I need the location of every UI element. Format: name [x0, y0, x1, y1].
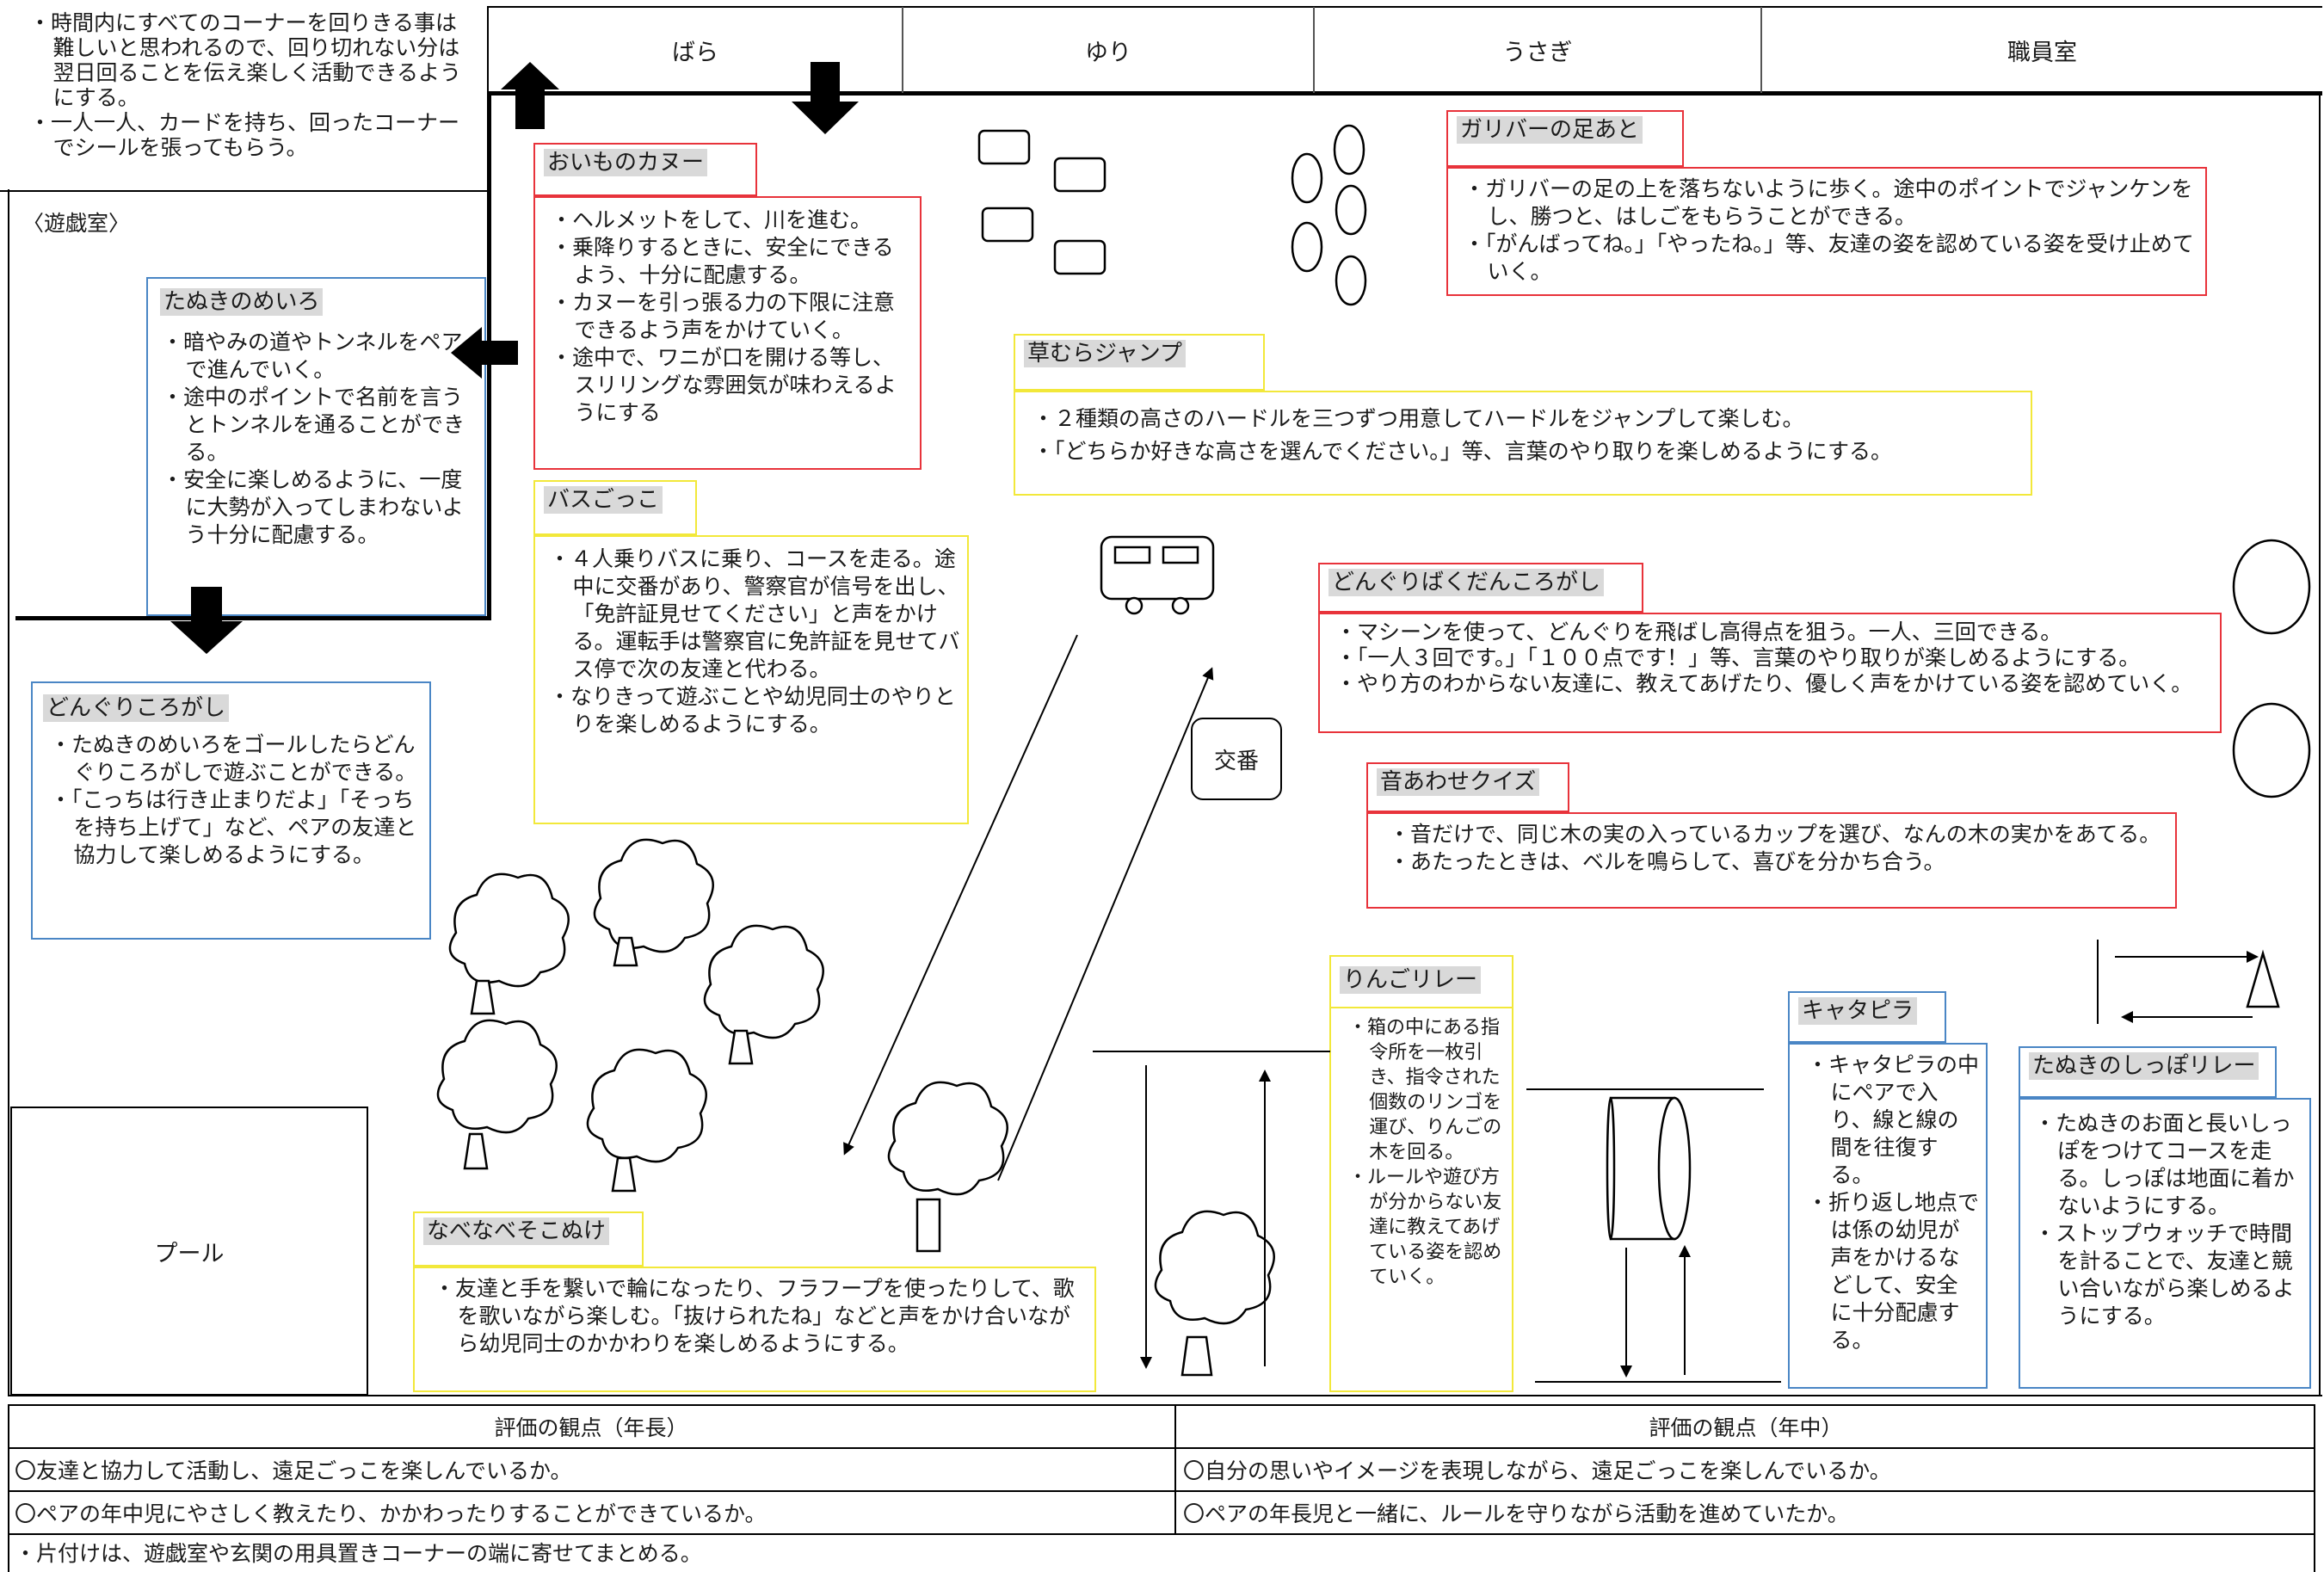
donguri-bakudan-title: どんぐりばくだんころがし	[1318, 563, 1643, 613]
canoe-item: ・乗降りするときに、安全にできるよう、十分に配慮する。	[551, 235, 894, 287]
note-divider	[0, 190, 489, 192]
shippo-item: ・ストップウォッチで時間を計ることで、友達と競い合いながら楽しめるようにする。	[2034, 1221, 2295, 1328]
donguri-bakudan-box: ・マシーンを使って、どんぐりを飛ばし高得点を狙う。一人、三回できる。 ・「一人３…	[1318, 613, 2222, 733]
room-yuri: ゆり	[903, 7, 1315, 93]
donguri-korogashi-item: ・たぬきのめいろをゴールしたらどんぐりころがしで遊ぶことができる。	[50, 732, 417, 785]
eval-senior-item: 〇友達と協力して活動し、遠足ごっこを楽しんでいるか。	[15, 1458, 572, 1483]
koban: 交番	[1191, 718, 1282, 800]
donguri-korogashi-box: どんぐりころがし ・たぬきのめいろをゴールしたらどんぐりころがしで遊ぶことができ…	[31, 681, 431, 940]
donguri-bakudan-item: ・「一人３回です。」「１００点です！」等、言葉のやり取りが楽しめるようにする。	[1335, 645, 2141, 670]
canoe-box: ・ヘルメットをして、川を進む。 ・乗降りするときに、安全にできるよう、十分に配慮…	[533, 196, 922, 470]
tanuki-maze-body: ・暗やみの道やトンネルをペアで進んでいく。 ・途中のポイントで名前を言うとトンネ…	[162, 329, 472, 549]
circle-marker	[2232, 539, 2311, 635]
pool: プール	[10, 1107, 368, 1396]
cone-icon	[2246, 949, 2280, 1008]
canoe-item: ・カヌーを引っ張る力の下限に注意できるよう声をかけていく。	[551, 290, 896, 342]
top-note-item: ・一人一人、カードを持ち、回ったコーナーでシールを張ってもらう。	[29, 110, 460, 160]
eval-senior-header: 評価の観点（年長）	[494, 1415, 688, 1440]
donguri-korogashi-item: ・「こっちは行き止まりだよ」「そっちを持ち上げて」など、ペアの友達と協力して楽し…	[50, 787, 417, 867]
eval-senior-item: 〇ペアの年中児にやさしく教えたり、かかわったりすることができているか。	[15, 1501, 767, 1526]
eval-middle-item: 〇自分の思いやイメージを表現しながら、遠足ごっこを楽しんでいるか。	[1183, 1458, 1891, 1483]
bus-icon	[1100, 535, 1215, 615]
room-staff: 職員室	[2007, 39, 2077, 66]
eval-middle-item: 〇ペアの年長児と一緒に、ルールを守りながら活動を進めていたか。	[1183, 1501, 1849, 1526]
bus-box: ・４人乗りバスに乗り、コースを走る。途中に交番があり、警察官が信号を出し、「免許…	[533, 535, 969, 824]
gulliver-item: ・ガリバーの足の上を落ちないように歩く。途中のポイントでジャンケンをし、勝つと、…	[1464, 176, 2193, 229]
tanuki-maze-item: ・暗やみの道やトンネルをペアで進んでいく。	[162, 330, 463, 382]
gulliver-box: ・ガリバーの足の上を落ちないように歩く。途中のポイントでジャンケンをし、勝つと、…	[1446, 167, 2207, 296]
kusamura-box: ・２種類の高さのハードルを三つずつ用意してハードルをジャンプして楽しむ。 ・「ど…	[1014, 391, 2032, 496]
map-right-border	[2319, 93, 2321, 1396]
shippo-item: ・たぬきのお面と長いしっぽをつけてコースを走る。しっぽは地面に着かないようにする…	[2034, 1111, 2295, 1218]
bus-item: ・４人乗りバスに乗り、コースを走る。途中に交番があり、警察官が信号を出し、「免許…	[549, 546, 960, 681]
top-border	[487, 6, 2322, 8]
ringo-item: ・箱の中にある指令所を一枚引き、指令された個数のリンゴを運び、りんごの木を回る。	[1348, 1017, 1502, 1163]
gulliver-title: ガリバーの足あと	[1446, 110, 1684, 167]
caterpillar-item: ・キャタピラの中にペアで入り、線と線の間を往復する。	[1807, 1052, 1980, 1187]
kusamura-item: ・２種類の高さのハードルを三つずつ用意してハードルをジャンプして楽しむ。	[1033, 406, 1804, 431]
oto-title: 音あわせクイズ	[1366, 762, 1569, 812]
outer-left-border	[8, 189, 9, 1396]
ringo-title: りんごリレー	[1340, 965, 1503, 995]
footprint-icons	[1291, 124, 1367, 306]
playroom-right-wall	[487, 91, 491, 619]
donguri-bakudan-item: ・マシーンを使って、どんぐりを飛ばし高得点を狙う。一人、三回できる。	[1335, 620, 2062, 644]
caterpillar-item: ・折り返し地点では係の幼児が声をかけるなどして、安全に十分配慮する。	[1807, 1190, 1980, 1353]
nabe-box: ・友達と手を繋いで輪になったり、フラフープを使ったりして、歌を歌いながら楽しむ。…	[413, 1267, 1096, 1392]
shippo-box: ・たぬきのお面と長いしっぽをつけてコースを走る。しっぽは地面に着かないようにする…	[2019, 1098, 2311, 1389]
ringo-box: りんごリレー ・箱の中にある指令所を一枚引き、指令された個数のリンゴを運び、りん…	[1329, 955, 1513, 1392]
caterpillar-drum-icon	[1606, 1096, 1692, 1241]
canoe-item: ・ヘルメットをして、川を進む。	[551, 207, 872, 232]
shippo-title: たぬきのしっぽリレー	[2019, 1046, 2277, 1098]
gulliver-item: ・「がんばってね。」「やったね。」等、友達の姿を認めている姿を受け止めていく。	[1464, 231, 2194, 284]
bus-item: ・なりきって遊ぶことや幼児同士のやりとりを楽しめるようにする。	[549, 684, 956, 737]
bus-title: バスごっこ	[533, 480, 697, 535]
donguri-korogashi-title: どんぐりころがし	[43, 694, 301, 723]
playroom-label: 〈遊戯室〉	[22, 211, 131, 236]
nabe-item: ・友達と手を繋いで輪になったり、フラフープを使ったりして、歌を歌いながら楽しむ。…	[434, 1276, 1075, 1356]
map-bottom-border	[8, 1395, 2322, 1396]
caterpillar-box: ・キャタピラの中にペアで入り、線と線の間を往復する。 ・折り返し地点では係の幼児…	[1788, 1043, 1988, 1389]
oto-item: ・音だけで、同じ木の実の入っているカップを選び、なんの木の実かをあてる。	[1389, 822, 2161, 847]
room-usagi: うさぎ	[1315, 7, 1762, 93]
footer-note-box	[8, 1533, 2315, 1572]
caterpillar-title: キャタピラ	[1788, 991, 1946, 1043]
evaluation-table	[8, 1404, 2315, 1535]
top-note-item: ・時間内にすべてのコーナーを回りきる事は難しいと思われるので、回り切れない分は翌…	[29, 10, 462, 110]
tanuki-maze-item: ・途中のポイントで名前を言うとトンネルを通ることができる。	[162, 385, 465, 465]
tanuki-maze-box	[146, 277, 486, 616]
nabe-title: なべなべそこぬけ	[413, 1211, 644, 1267]
donguri-bakudan-item: ・やり方のわからない友達に、教えてあげたり、優しく声をかけている姿を認めていく。	[1335, 671, 2193, 696]
footer-note: ・片付けは、遊戯室や玄関の用具置きコーナーの端に寄せてまとめる。	[15, 1541, 702, 1566]
playroom-bottom-wall	[15, 616, 491, 620]
kusamura-item: ・「どちらか好きな高さを選んでください。」等、言葉のやり取りを楽しめるようにする…	[1033, 439, 1893, 464]
eval-middle-header: 評価の観点（年中）	[1649, 1415, 1843, 1440]
circle-marker	[2232, 702, 2311, 798]
oto-item: ・あたったときは、ベルを鳴らして、喜びを分かち合う。	[1389, 849, 1945, 874]
top-note: ・時間内にすべてのコーナーを回りきる事は難しいと思われるので、回り切れない分は翌…	[29, 10, 477, 160]
tanuki-maze-title: たぬきのめいろ	[155, 287, 387, 317]
room-bara: ばら	[489, 7, 903, 93]
kusamura-title: 草むらジャンプ	[1014, 334, 1265, 391]
canoe-item: ・途中で、ワニが口を開ける等し、スリリングな雰囲気が味わえるようにする	[551, 345, 897, 425]
canoe-title: おいものカヌー	[533, 143, 757, 196]
ringo-item: ・ルールや遊び方が分からない友達に教えてあげている姿を認めていく。	[1348, 1167, 1502, 1288]
hall-wall	[487, 91, 2322, 96]
oto-box: ・音だけで、同じ木の実の入っているカップを選び、なんの木の実かをあてる。 ・あた…	[1366, 812, 2177, 909]
tanuki-maze-item: ・安全に楽しめるように、一度に大勢が入ってしまわないよう十分に配慮する。	[162, 467, 464, 547]
obstacle-blocks	[977, 129, 1107, 275]
